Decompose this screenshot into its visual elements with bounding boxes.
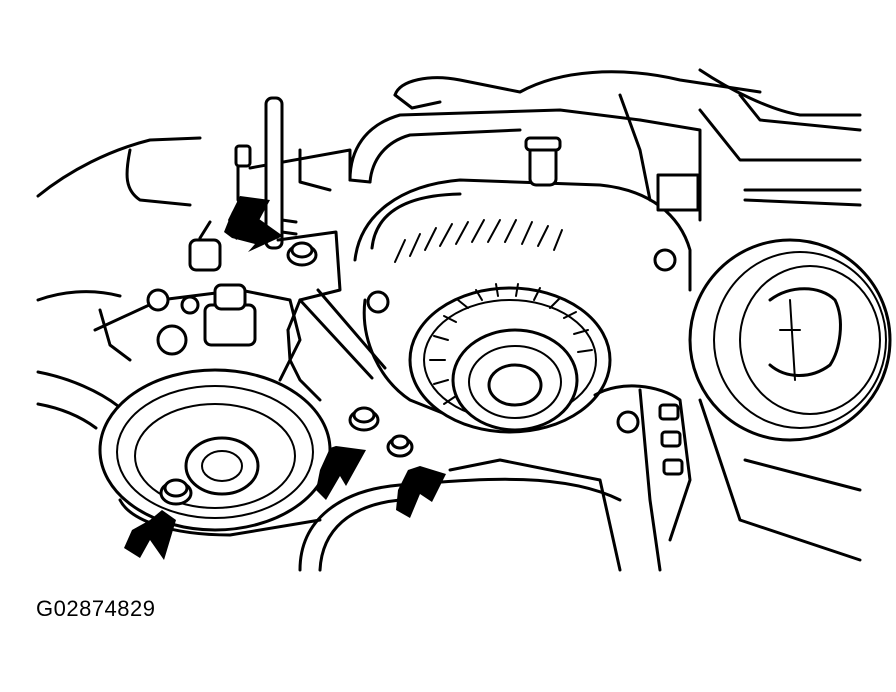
alternator: [353, 118, 702, 422]
engine-block-outline: [36, 68, 862, 430]
bolt-1: [286, 241, 318, 267]
water-pump-pulley: [688, 238, 892, 442]
adjuster-rod: [264, 96, 298, 250]
arrow-icon: [228, 196, 270, 240]
power-steering-pump-body: [93, 220, 302, 382]
power-steering-pump-pulley: [98, 368, 332, 537]
bolt-2: [348, 406, 380, 432]
bolt-4: [159, 478, 193, 506]
idler-bracket: [593, 384, 862, 572]
air-pipe: [348, 108, 642, 184]
alternator-pulley: [408, 283, 612, 434]
figure-caption: G02874829: [36, 596, 156, 621]
pointer-arrows: [124, 196, 446, 560]
arrow-icon: [124, 510, 176, 560]
arrow-icon: [396, 466, 446, 518]
bolt-3: [386, 434, 414, 458]
arrow-icon: [316, 446, 366, 500]
bolts: [159, 241, 414, 506]
